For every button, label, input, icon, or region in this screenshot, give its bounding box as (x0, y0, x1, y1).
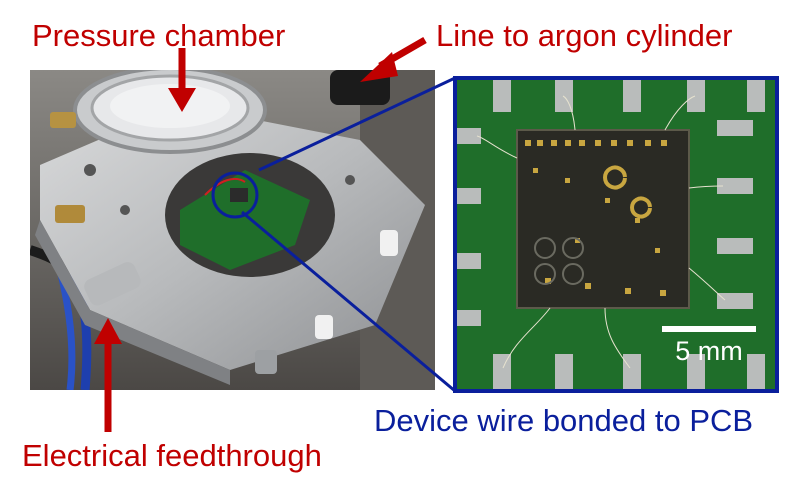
device-bonded-label: Device wire bonded to PCB (374, 403, 754, 438)
scale-bar-label: 5 mm (675, 336, 743, 366)
pressure-chamber-label: Pressure chamber (32, 18, 286, 53)
scale-bar-icon (662, 326, 756, 332)
electrical-feedthrough-label: Electrical feedthrough (22, 438, 322, 473)
argon-line-label: Line to argon cylinder (436, 18, 733, 53)
scale-bar: 5 mm (662, 326, 756, 365)
pressure-chamber-photo (30, 70, 435, 390)
